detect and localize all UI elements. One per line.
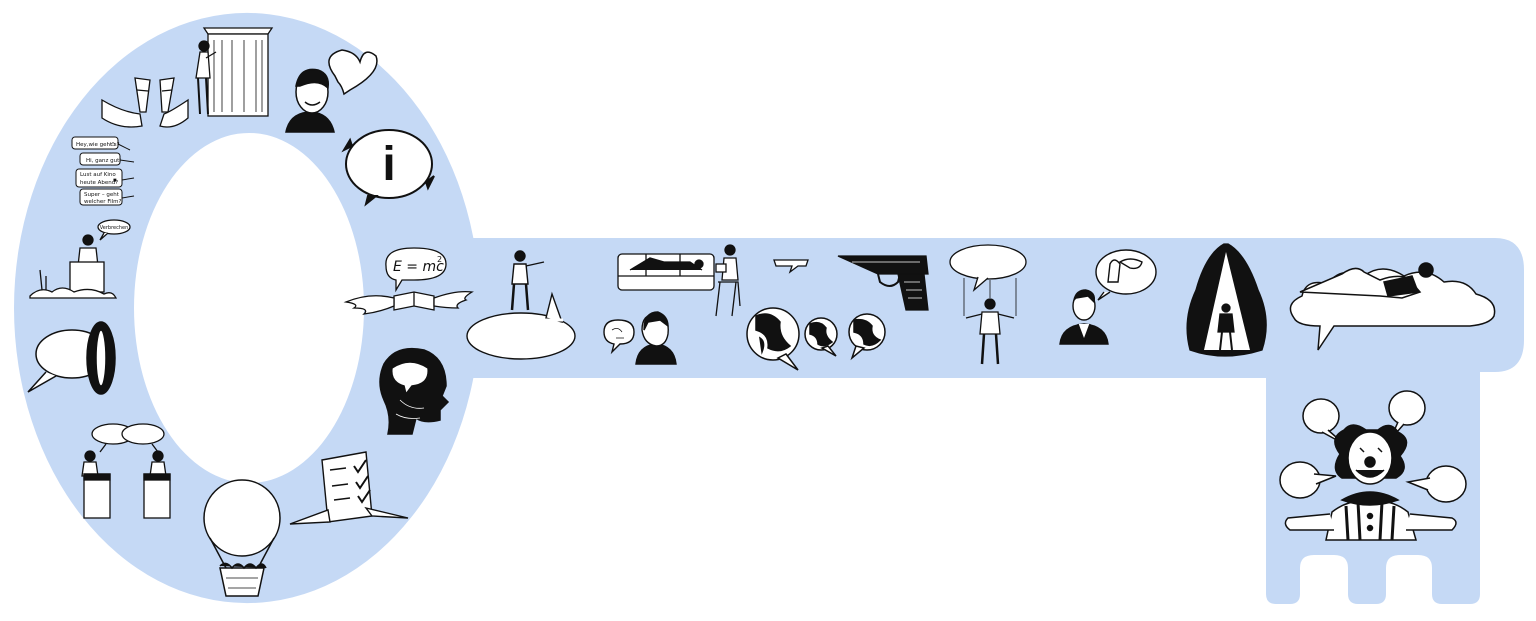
chat-msg-3-emoji: ■ [113,178,117,184]
chat-msg-5: Super – geht [84,192,120,198]
outhouse-illustration [195,27,274,117]
pistol-illustration [837,255,929,311]
chat-msg-4: heute Abend? [80,180,118,186]
speaker-lectern-illustration: Verbrechen [29,219,131,299]
info-symbol: i [382,138,395,191]
chat-msg-3: Lust auf Kino [80,172,116,178]
bubble-hammer-illustration [27,321,116,395]
champagne-toast-illustration [101,77,189,128]
therapy-couch-illustration [617,244,741,317]
head-bubble-illustration [379,347,450,435]
small-bubble-illustration [773,259,809,274]
man-pointing-illustration [466,250,576,360]
podium-bubble-text: Verbrechen [100,225,129,231]
formula-text: E = mc [393,259,444,275]
chat-msg-2: Hi, ganz gut! [86,158,121,164]
clown-bubbles-illustration [1279,390,1467,541]
spotlight-magician-illustration [1186,243,1267,357]
man-thinking-bubble-illustration [603,311,677,365]
globes-illustration [746,307,886,371]
chat-msg-1: Hey,wie geht's? [76,142,120,148]
puppet-marionette-illustration [949,244,1027,365]
formula-book-illustration: E = mc 2 [343,247,474,315]
formula-exponent: 2 [437,255,442,264]
chat-msg-6: welcher Film? [84,199,121,205]
hot-air-balloon-illustration [203,479,281,597]
businessman-thought-illustration [1059,249,1157,345]
info-bubble-illustration: i [341,129,435,207]
checklist-bubble-illustration [289,451,409,525]
smiling-man-heart-illustration [285,49,378,133]
man-lying-cloud-illustration [1289,262,1496,351]
chat-msg-1-emoji: ☺ [110,142,116,148]
debate-podiums-illustration [81,423,171,519]
chat-conversation-illustration: Hey,wie geht's? ☺ Hi, ganz gut! Lust auf… [71,136,135,206]
